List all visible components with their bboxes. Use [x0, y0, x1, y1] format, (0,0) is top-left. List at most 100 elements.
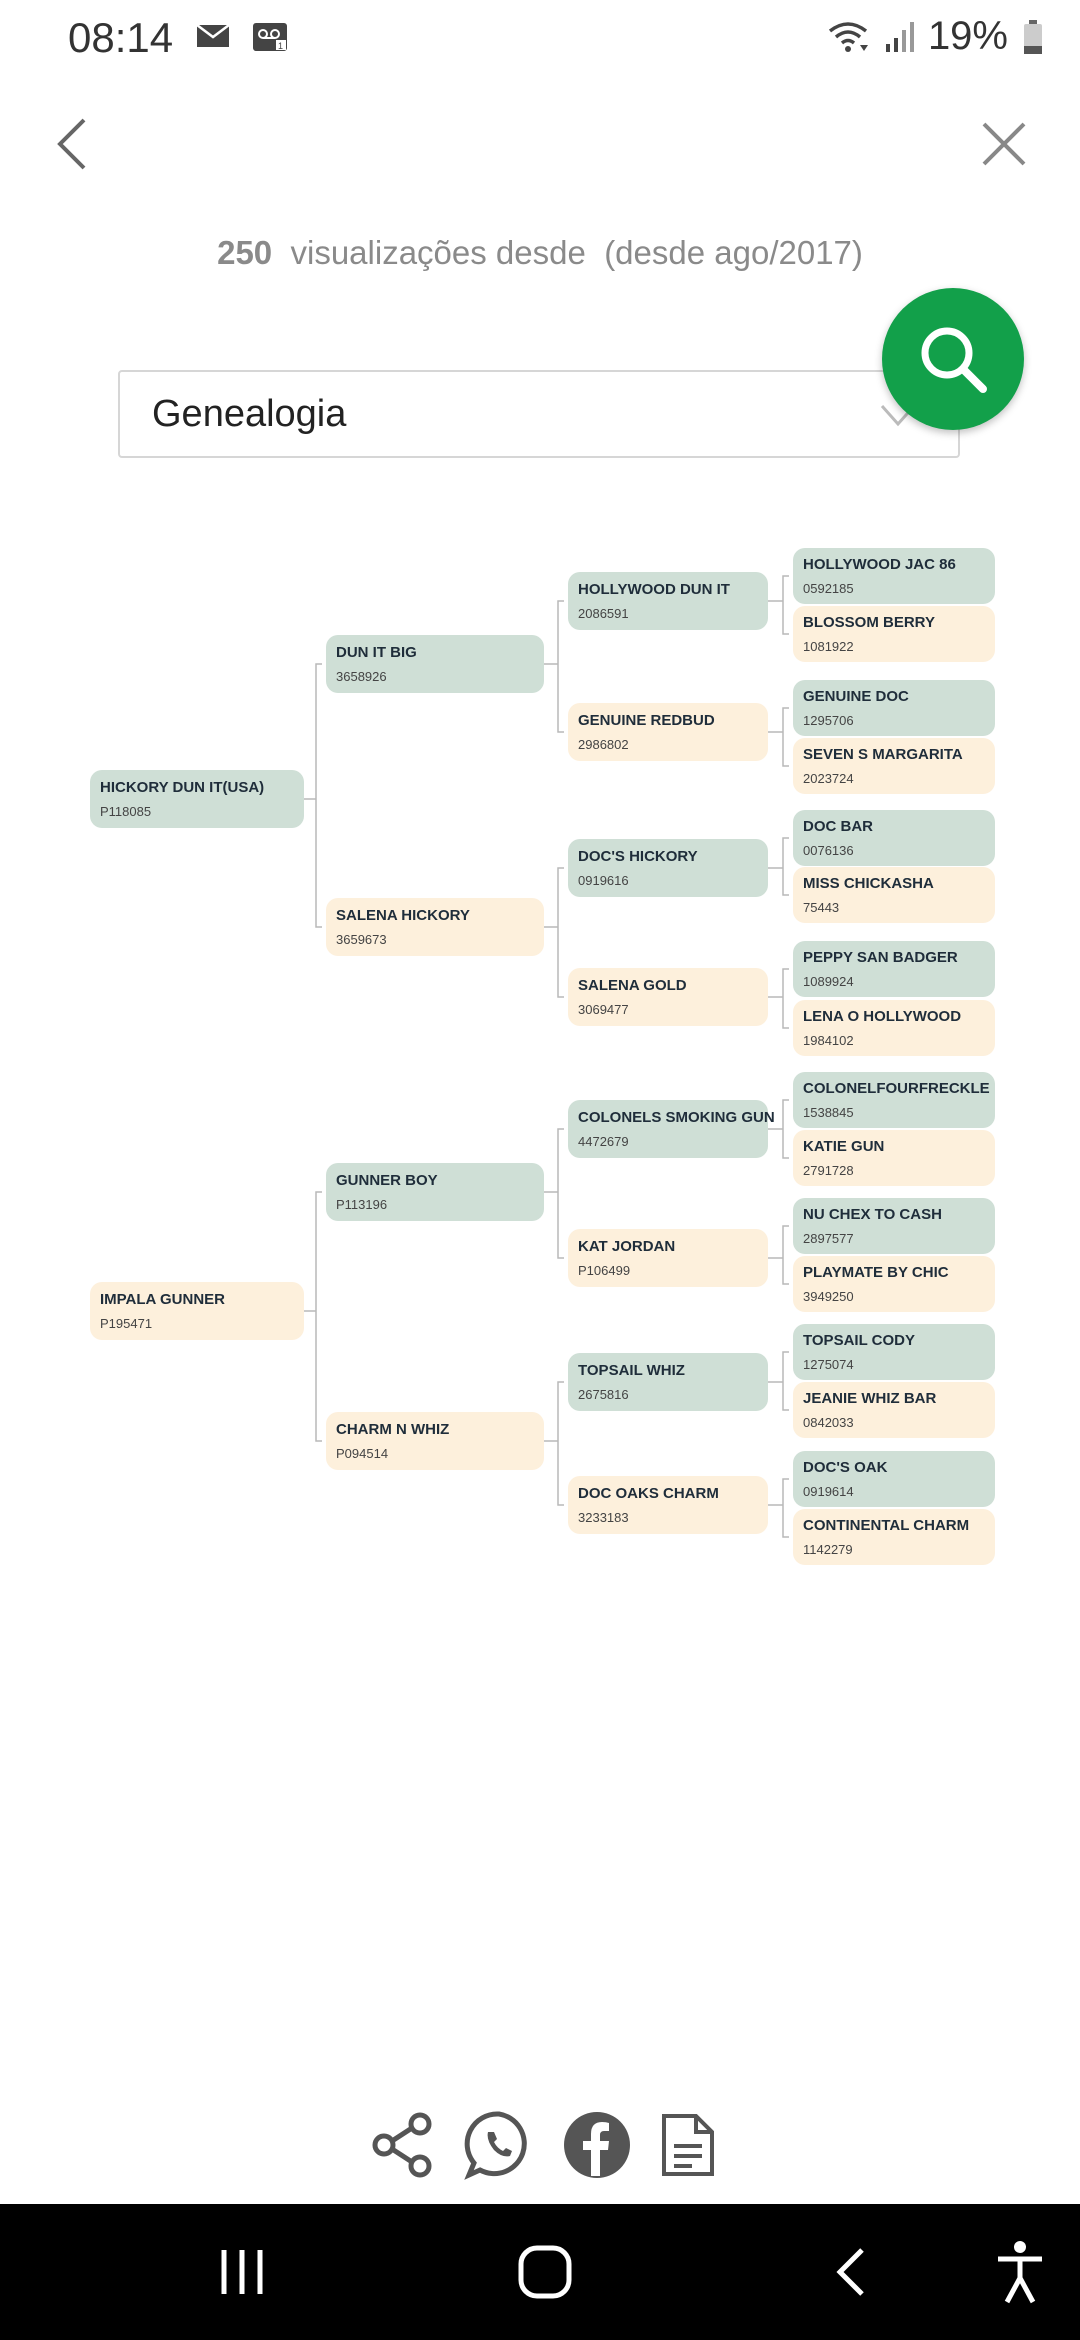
pedigree-node-g1[interactable]: HICKORY DUN IT(USA)P118085 — [90, 770, 304, 828]
horse-registration: 1984102 — [803, 1033, 854, 1048]
horse-name: PEPPY SAN BADGER — [803, 949, 958, 966]
horse-registration: 75443 — [803, 900, 840, 915]
back-nav-button[interactable] — [810, 2204, 890, 2340]
pedigree-node-g2[interactable]: DUN IT BIG 3658926 — [326, 635, 544, 693]
horse-registration: 2897577 — [803, 1231, 854, 1246]
horse-registration: 0592185 — [803, 581, 854, 596]
close-icon — [982, 122, 1026, 166]
search-button[interactable] — [882, 288, 1024, 430]
pedigree-node-g4[interactable]: LENA O HOLLYWOOD 1984102 — [793, 1000, 995, 1056]
horse-name: DUN IT BIG — [336, 644, 417, 661]
back-button[interactable] — [32, 104, 112, 184]
wifi-icon — [828, 21, 868, 52]
pedigree-connector — [768, 1225, 789, 1285]
close-button[interactable] — [964, 104, 1044, 184]
recent-apps-button[interactable] — [200, 2204, 284, 2340]
whatsapp-button[interactable] — [464, 2110, 534, 2185]
views-text: visualizações desde — [290, 234, 586, 271]
voicemail-icon: 1 — [253, 23, 287, 51]
horse-name: DOC OAKS CHARM — [578, 1485, 719, 1502]
pedigree-node-g4[interactable]: DOC'S OAK 0919614 — [793, 1451, 995, 1507]
pedigree-node-g4[interactable]: DOC BAR 0076136 — [793, 810, 995, 866]
horse-name: HICKORY DUN IT(USA) — [100, 779, 265, 796]
facebook-icon — [564, 2112, 630, 2178]
horse-name: IMPALA GUNNER — [100, 1291, 225, 1308]
svg-text:1: 1 — [278, 41, 283, 51]
section-select[interactable]: Genealogia — [118, 370, 960, 458]
pedigree-node-g4[interactable]: BLOSSOM BERRY 1081922 — [793, 606, 995, 662]
horse-registration: P195471 — [100, 1316, 153, 1331]
horse-name: DOC'S OAK — [803, 1459, 888, 1476]
horse-registration: 2986802 — [578, 737, 629, 752]
horse-registration: 1142279 — [803, 1542, 853, 1557]
horse-name: LENA O HOLLYWOOD — [803, 1008, 962, 1025]
horse-name: DOC BAR — [803, 818, 873, 835]
facebook-button[interactable] — [562, 2110, 632, 2185]
share-button[interactable] — [370, 2112, 436, 2183]
horse-name: MISS CHICKASHA — [803, 875, 934, 892]
horse-registration: 3658926 — [336, 669, 387, 684]
horse-name: SALENA HICKORY — [336, 907, 470, 924]
horse-registration: P113196 — [336, 1197, 388, 1212]
status-right: 19% — [826, 14, 1044, 59]
system-navbar — [0, 2204, 1080, 2340]
pedigree-connector — [544, 1381, 564, 1506]
mail-icon — [196, 24, 230, 47]
horse-name: NU CHEX TO CASH — [803, 1206, 942, 1223]
horse-registration: 1538845 — [803, 1105, 854, 1120]
horse-name: BLOSSOM BERRY — [803, 614, 935, 631]
horse-registration: 3233183 — [578, 1510, 629, 1525]
battery-percent: 19% — [927, 14, 1008, 58]
pedigree-node-g4[interactable]: HOLLYWOOD JAC 86 0592185 — [793, 548, 995, 604]
pedigree-connector — [304, 663, 322, 928]
pedigree-node-g4[interactable]: NU CHEX TO CASH 2897577 — [793, 1198, 995, 1254]
whatsapp-icon — [464, 2111, 527, 2180]
horse-name: HOLLYWOOD DUN IT — [578, 581, 730, 598]
horse-name: COLONELS SMOKING GUN — [578, 1109, 775, 1126]
pedigree-connector — [768, 575, 789, 635]
horse-name: JEANIE WHIZ BAR — [803, 1390, 937, 1407]
section-select-value: Genealogia — [152, 392, 347, 435]
pedigree-connector — [768, 837, 789, 896]
horse-registration: 0919614 — [803, 1484, 854, 1499]
horse-name: HOLLYWOOD JAC 86 — [803, 556, 956, 573]
horse-name: CONTINENTAL CHARM — [803, 1517, 970, 1534]
horse-name: TOPSAIL WHIZ — [578, 1362, 685, 1379]
pedigree-node-g3[interactable]: DOC OAKS CHARM 3233183 — [568, 1476, 768, 1534]
pedigree-connector — [768, 1099, 789, 1159]
pedigree-connector — [768, 968, 789, 1029]
pdf-button[interactable] — [660, 2112, 716, 2183]
horse-name: KATIE GUN — [803, 1138, 885, 1155]
pedigree-node-g4[interactable]: MISS CHICKASHA 75443 — [793, 867, 995, 923]
horse-registration: 0076136 — [803, 843, 854, 858]
back-icon — [836, 2248, 864, 2296]
pedigree-connector — [544, 600, 564, 733]
horse-registration: 1295706 — [803, 713, 854, 728]
home-button[interactable] — [500, 2204, 590, 2340]
views-info: 250 visualizações desde (desde ago/2017) — [0, 234, 1080, 272]
accessibility-button[interactable] — [980, 2204, 1060, 2340]
horse-registration: 1081922 — [803, 639, 854, 654]
pedigree-node-g1[interactable]: IMPALA GUNNER P195471 — [90, 1282, 304, 1340]
pedigree-node-g4[interactable]: CONTINENTAL CHARM 1142279 — [793, 1509, 995, 1565]
